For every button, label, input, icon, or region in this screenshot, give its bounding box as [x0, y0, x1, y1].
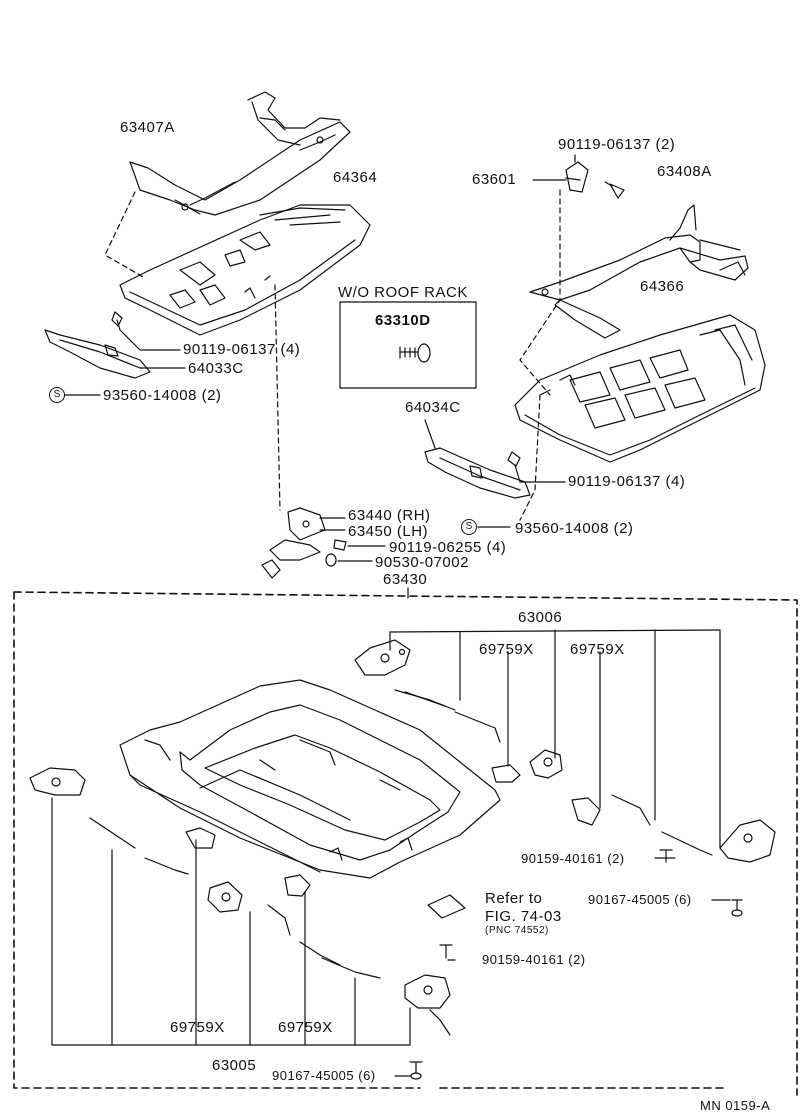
label-63005: 63005	[212, 1057, 257, 1074]
label-90159-40161-lower: 90159-40161 (2)	[482, 952, 586, 967]
label-69759X-d: 69759X	[278, 1019, 333, 1036]
label-63601: 63601	[472, 171, 517, 188]
rods-lower-middle	[267, 904, 381, 979]
label-63450-lh: 63450 (LH)	[348, 523, 429, 540]
clip-69759X-upper-a	[491, 764, 521, 783]
label-69759X-a: 69759X	[479, 641, 534, 658]
label-63407A: 63407A	[120, 119, 175, 136]
clip-lower-b	[207, 881, 243, 913]
s-mark-right: S	[461, 519, 477, 535]
screw-90159-40161-upper	[659, 849, 673, 863]
bolt-63310D	[399, 343, 431, 363]
pad-refer-fig	[427, 894, 466, 919]
screw-90119-06137-left	[111, 311, 123, 331]
cover-64034C	[424, 447, 531, 499]
label-90159-40161-upper: 90159-40161 (2)	[521, 851, 625, 866]
label-93560-14008-2-left: 93560-14008 (2)	[103, 387, 222, 404]
screw-90119-06255	[333, 539, 347, 551]
dashed-leader-lines-right	[519, 189, 561, 521]
clip-69759X-lower-a	[185, 827, 216, 849]
rods-upper	[394, 689, 501, 743]
label-90530-07002: 90530-07002	[375, 554, 469, 571]
rods-right	[611, 794, 713, 856]
latch-right	[719, 819, 776, 863]
dashed-leader-lines-left	[104, 191, 281, 511]
console-box	[119, 679, 501, 879]
label-63310D: 63310D	[375, 312, 431, 329]
screw-90159-40161-lower	[439, 944, 453, 959]
screw-90119-06137-top	[604, 181, 625, 199]
assembly-frame-63430	[13, 591, 798, 1096]
s-mark-left: S	[49, 387, 65, 403]
leader-tree-63006	[389, 629, 731, 901]
leader-lines-hinge	[319, 517, 386, 562]
figure-code: MN 0159-A	[700, 1098, 771, 1113]
leader-lines-left	[64, 329, 186, 396]
clip-69759X-lower-c	[284, 874, 311, 897]
tray-64366	[514, 314, 766, 463]
clip-69759X-upper-b	[571, 797, 601, 826]
nut-90530-07002	[325, 553, 337, 567]
latch-63006-upper	[354, 639, 411, 676]
screw-90167-45005-upper	[731, 899, 743, 917]
label-90119-06137-4-right: 90119-06137 (4)	[568, 473, 686, 490]
clip-63601	[565, 161, 589, 193]
leader-lines-right	[424, 419, 566, 528]
screw-90167-45005-lower	[409, 1061, 423, 1080]
label-63408A: 63408A	[657, 163, 712, 180]
label-90119-06137-2: 90119-06137 (2)	[558, 136, 676, 153]
latch-lower	[404, 974, 451, 1036]
label-90119-06255: 90119-06255 (4)	[389, 539, 507, 556]
label-63440-rh: 63440 (RH)	[348, 507, 431, 524]
label-refer-to: Refer to	[485, 890, 543, 907]
label-69759X-b: 69759X	[570, 641, 625, 658]
label-64033C: 64033C	[188, 360, 244, 377]
latch-left	[29, 767, 86, 796]
label-64034C: 64034C	[405, 399, 461, 416]
label-63006: 63006	[518, 609, 563, 626]
label-pnc-74552: (PNC 74552)	[485, 925, 549, 936]
label-90167-45005-upper: 90167-45005 (6)	[588, 892, 692, 907]
bracket-63408A	[529, 204, 749, 339]
wo-roof-rack-box	[339, 301, 477, 389]
label-wo-roof-rack: W/O ROOF RACK	[338, 284, 468, 301]
cover-64033C	[44, 329, 151, 379]
screw-90119-06137-right	[507, 451, 521, 467]
label-90119-06137-4-left: 90119-06137 (4)	[183, 341, 301, 358]
rods-lower-left	[89, 817, 189, 875]
label-64364: 64364	[333, 169, 378, 186]
hinge-63440-63450	[261, 507, 326, 579]
clip-63006-mid	[529, 749, 563, 779]
label-64366: 64366	[640, 278, 685, 295]
label-93560-14008-2-right: 93560-14008 (2)	[515, 520, 634, 537]
label-fig-74-03: FIG. 74-03	[485, 908, 562, 925]
tray-64364	[119, 204, 371, 336]
label-69759X-c: 69759X	[170, 1019, 225, 1036]
label-90167-45005-lower: 90167-45005 (6)	[272, 1068, 376, 1083]
leader-tree-63005	[51, 797, 456, 1077]
bracket-63407A	[129, 91, 351, 216]
label-63430: 63430	[383, 571, 428, 588]
